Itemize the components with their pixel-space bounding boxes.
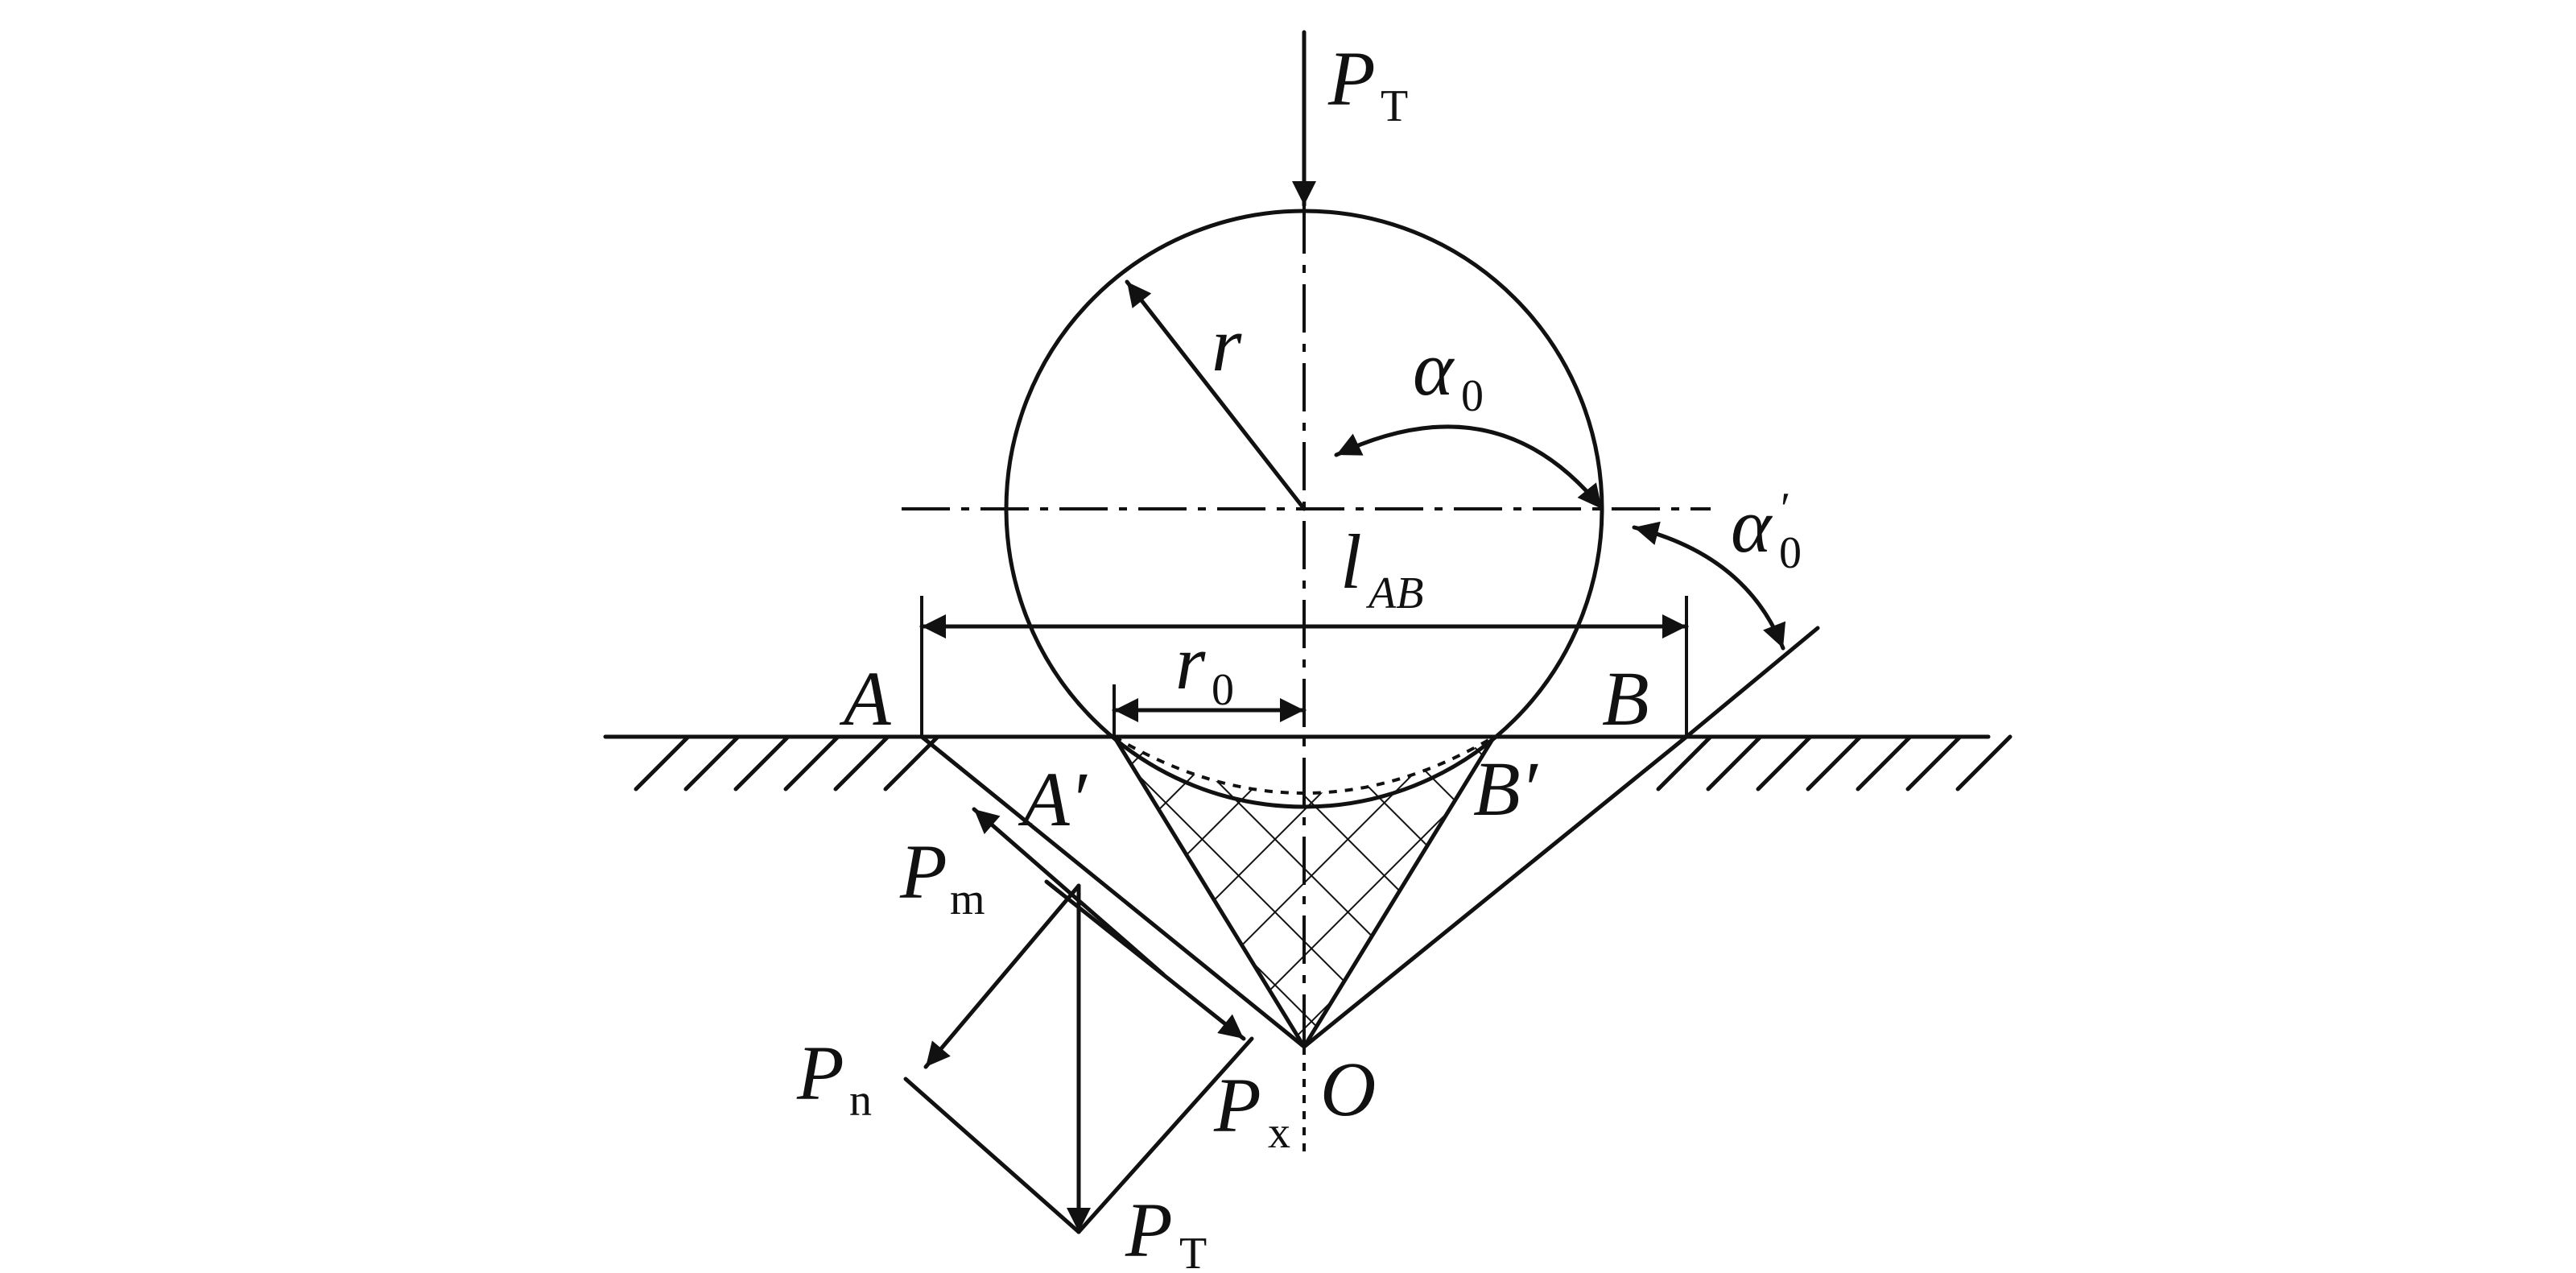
ground-surface [603, 734, 2013, 791]
r0-dimension [1112, 684, 1307, 737]
svg-text:α: α [1413, 325, 1455, 411]
point-a-prime-label: A′ [1018, 756, 1088, 842]
point-b-label: B [1602, 655, 1649, 742]
ground-hatch-line [1706, 734, 1763, 791]
svg-text:n: n [849, 1076, 872, 1126]
lab-label: l AB [1340, 519, 1423, 618]
ground-hatch-line [733, 734, 791, 791]
svg-text:m: m [950, 874, 985, 924]
lab-dimension [919, 596, 1689, 737]
ground-hatch-line [634, 734, 691, 791]
svg-text:0: 0 [1461, 371, 1484, 421]
ground-hatch-line [1955, 734, 2013, 791]
alpha0-arc [1334, 424, 1604, 511]
pn-label: P n [796, 1030, 872, 1126]
alpha0-prime-label: α 0 ′ [1731, 482, 1802, 578]
ground-hatch-line [683, 734, 741, 791]
svg-text:0: 0 [1779, 528, 1802, 578]
svg-text:T: T [1381, 81, 1408, 131]
svg-text:α: α [1731, 482, 1773, 568]
ground-hatch-line [1756, 734, 1813, 791]
svg-text:P: P [1125, 1187, 1173, 1273]
alpha0-prime-arc [1632, 521, 1786, 651]
svg-text:′: ′ [1781, 484, 1790, 534]
radius-arrow [1125, 279, 1307, 511]
svg-text:x: x [1268, 1108, 1290, 1158]
svg-text:T: T [1179, 1229, 1207, 1273]
point-b-prime-label: B′ [1473, 746, 1539, 832]
px-label: P x [1213, 1062, 1290, 1158]
ground-hatch-line [783, 734, 840, 791]
point-a-label: A [839, 655, 891, 742]
ground-hatch-line [883, 734, 940, 791]
point-o-label: O [1320, 1046, 1376, 1132]
svg-text:AB: AB [1365, 568, 1423, 618]
svg-text:P: P [899, 829, 947, 915]
radius-label: r [1212, 301, 1242, 387]
pt-bottom-label: P T [1125, 1187, 1207, 1273]
ground-hatch-line [833, 734, 890, 791]
pt-top-label: P T [1327, 35, 1408, 131]
svg-text:P: P [796, 1030, 844, 1116]
alpha0-label: α 0 [1413, 325, 1484, 421]
force-decomposition [903, 807, 1254, 1234]
svg-text:r: r [1175, 619, 1206, 705]
svg-text:P: P [1327, 35, 1376, 122]
svg-text:0: 0 [1212, 665, 1234, 715]
ground-hatch-line [1656, 734, 1713, 791]
ground-hatch-line [1806, 734, 1863, 791]
ground-hatch-line [1905, 734, 1963, 791]
svg-text:P: P [1213, 1062, 1261, 1148]
pm-label: P m [899, 829, 985, 924]
ground-hatch-line [1856, 734, 1913, 791]
svg-text:l: l [1340, 519, 1362, 605]
r0-label: r 0 [1175, 619, 1234, 715]
